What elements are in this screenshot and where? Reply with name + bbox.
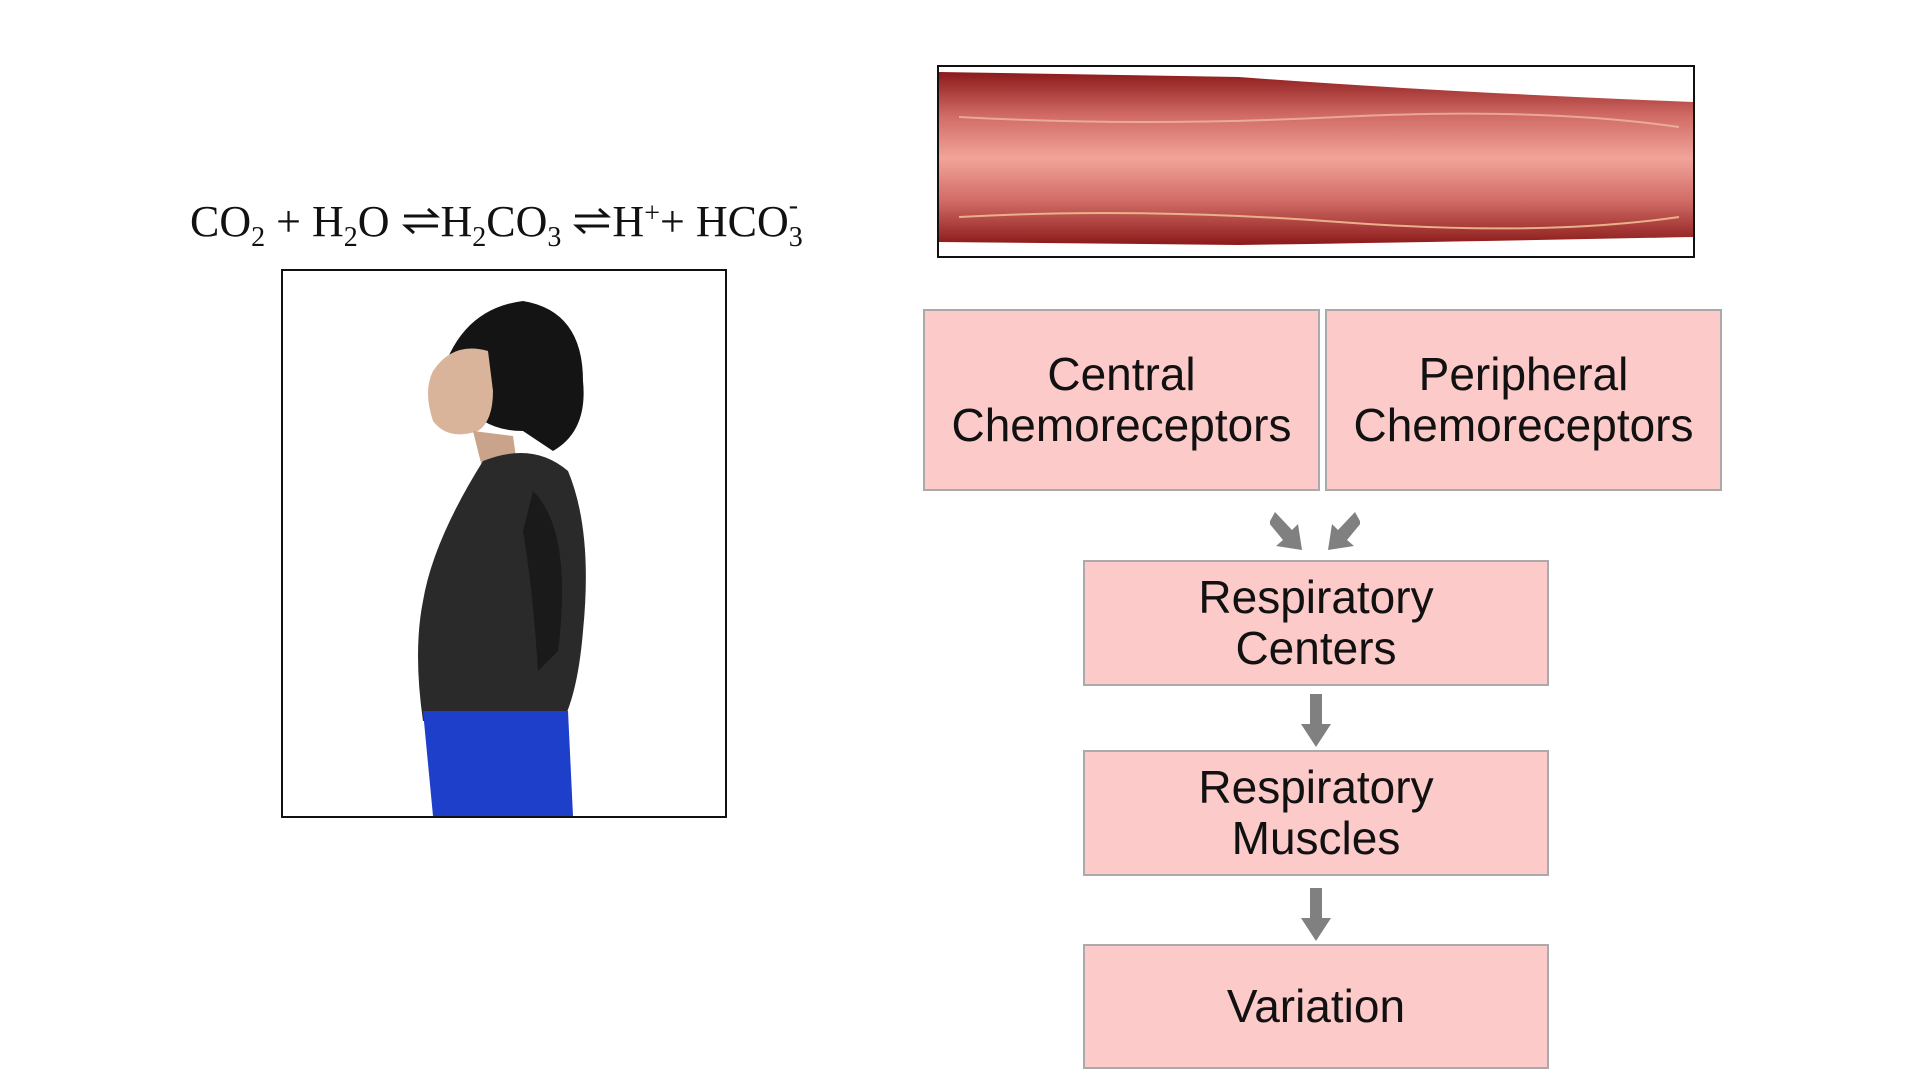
h2o-o: O <box>357 197 390 246</box>
box-label: Peripheral <box>1418 348 1629 401</box>
plus: + <box>265 197 312 246</box>
person-photo <box>281 269 727 818</box>
equilibrium-arrow-icon <box>573 207 612 235</box>
h2co3-h: H <box>440 197 473 246</box>
superscript: + <box>644 198 660 229</box>
peripheral-chemoreceptors-box: Peripheral Chemoreceptors <box>1325 309 1722 491</box>
subscript: 2 <box>251 222 266 253</box>
h2o-h: H <box>311 197 344 246</box>
down-arrow-icon <box>1301 694 1331 747</box>
co2: CO <box>190 197 252 246</box>
box-label: Chemoreceptors <box>951 399 1292 451</box>
chemical-equation: CO2 + H2O H2CO3 H++ HCO-3 <box>190 190 803 254</box>
bicarbonate: HCO <box>695 197 789 246</box>
down-arrow-icon <box>1301 888 1331 941</box>
subscript: 3 <box>788 222 803 253</box>
box-label: Respiratory <box>1198 761 1434 814</box>
box-label: Muscles <box>1231 812 1401 864</box>
respiratory-centers-box: Respiratory Centers <box>1083 560 1549 686</box>
person-silhouette <box>418 301 586 816</box>
plus: + <box>660 197 696 246</box>
converging-arrows-icon <box>1270 512 1360 550</box>
hydrogen-ion: H <box>612 197 645 246</box>
blood-vessel-illustration <box>939 72 1693 245</box>
central-chemoreceptors-box: Central Chemoreceptors <box>923 309 1320 491</box>
subscript: 2 <box>343 222 358 253</box>
h2co3-co: CO <box>486 197 548 246</box>
box-label: Chemoreceptors <box>1353 399 1694 451</box>
box-label: Central <box>1047 348 1196 401</box>
subscript: 2 <box>472 222 487 253</box>
box-label: Centers <box>1235 622 1397 674</box>
variation-box: Variation <box>1083 944 1549 1069</box>
blood-vessel-image <box>937 65 1695 258</box>
superscript: - <box>788 190 799 221</box>
box-label: Variation <box>1226 980 1406 1033</box>
subscript: 3 <box>547 222 562 253</box>
respiratory-muscles-box: Respiratory Muscles <box>1083 750 1549 876</box>
box-label: Respiratory <box>1198 571 1434 624</box>
equilibrium-arrow-icon <box>401 207 440 235</box>
